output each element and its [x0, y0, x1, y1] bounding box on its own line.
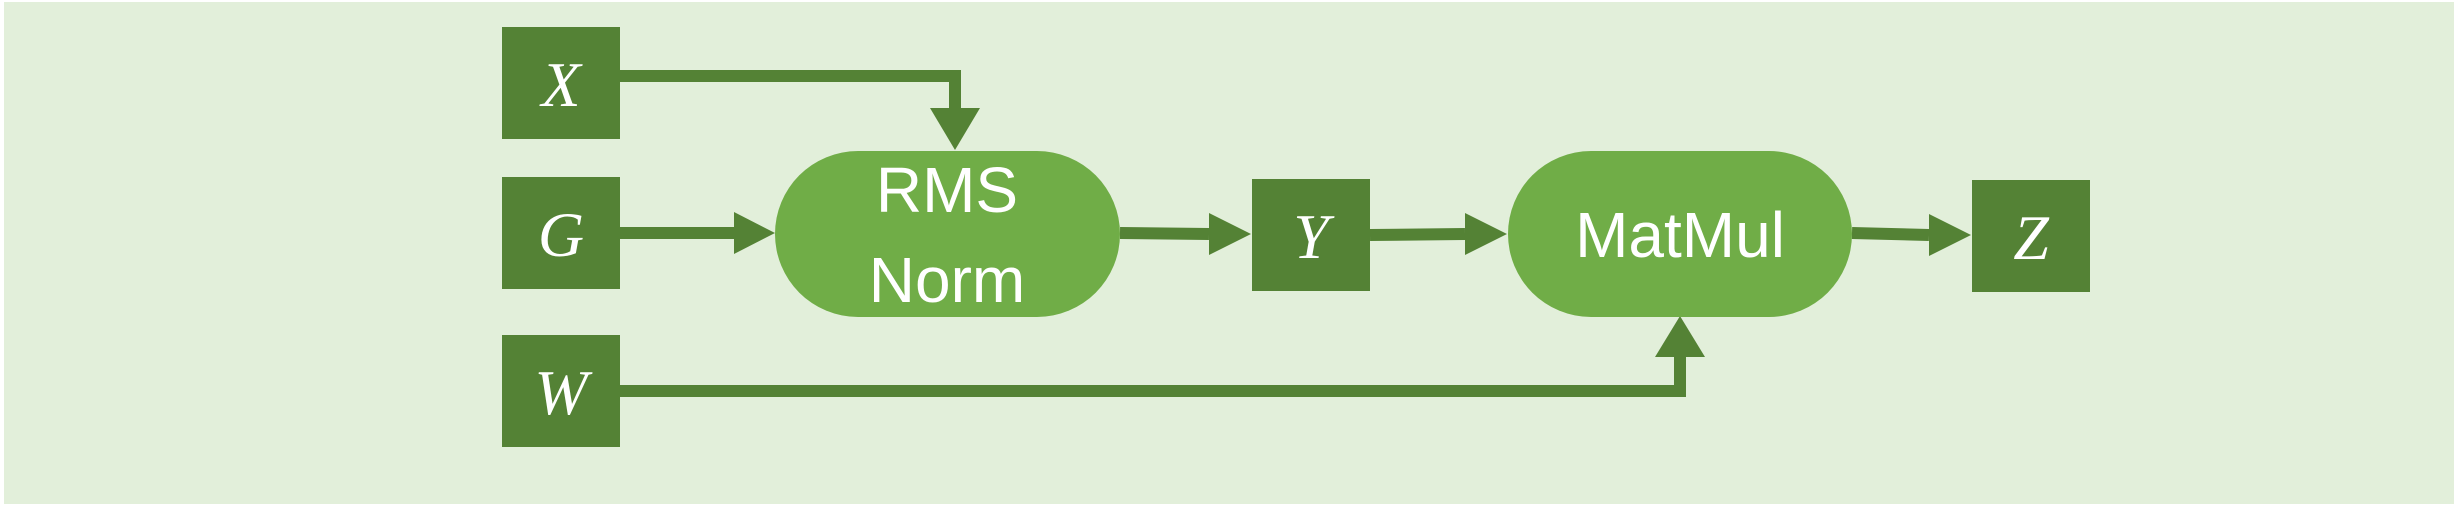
edge-x-to-rmsnorm [620, 70, 961, 108]
arrowhead-w-to-matmul [1655, 316, 1705, 357]
edge-matmul-to-z [1851, 227, 1930, 241]
op-rmsnorm-label-line1: RMS [876, 154, 1018, 226]
op-matmul-pill [1508, 151, 1852, 317]
node-y: Y [1252, 179, 1370, 291]
edge-y-to-matmul [1369, 228, 1466, 241]
node-z: Z [1972, 180, 2090, 292]
node-g: G [502, 177, 620, 289]
node-w: W [502, 335, 620, 447]
node-w-box [502, 335, 620, 447]
op-rmsnorm-label-line2: Norm [869, 244, 1025, 316]
node-x-box [502, 27, 620, 139]
arrowhead-rmsnorm-to-y [1209, 213, 1251, 255]
node-x-label: X [538, 49, 583, 120]
node-g-box [502, 177, 620, 289]
edge-w-to-matmul [620, 357, 1686, 397]
node-z-label: Z [2013, 202, 2050, 273]
arrowhead-matmul-to-z [1929, 214, 1971, 256]
node-z-box [1972, 180, 2090, 292]
node-y-box [1252, 179, 1370, 291]
node-w-label: W [534, 357, 593, 428]
op-rmsnorm: RMS Norm [775, 151, 1120, 317]
op-matmul: MatMul [1508, 151, 1852, 317]
node-y-label: Y [1293, 201, 1335, 272]
node-g-label: G [538, 199, 584, 270]
arrowhead-x-to-rmsnorm [930, 108, 980, 150]
op-matmul-label: MatMul [1575, 199, 1785, 271]
edge-rmsnorm-to-y [1119, 227, 1210, 240]
node-x: X [502, 27, 620, 139]
arrowhead-y-to-matmul [1465, 213, 1507, 255]
arrowhead-g-to-rmsnorm [734, 212, 775, 254]
op-rmsnorm-pill [775, 151, 1120, 317]
